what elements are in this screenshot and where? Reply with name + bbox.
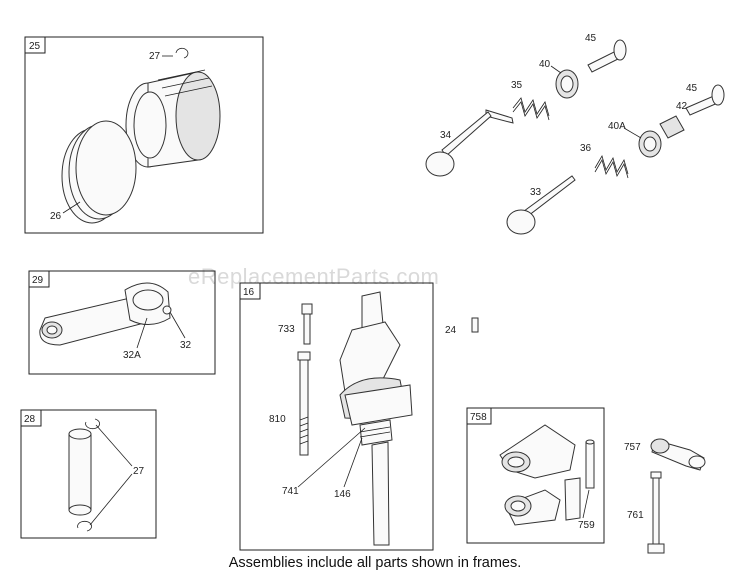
frame-28-piston-pin: 28 27 [20, 409, 157, 539]
label-733: 733 [278, 324, 295, 335]
pin-45-top [587, 39, 627, 73]
frame-16-label: 16 [243, 287, 255, 298]
retainer-40 [555, 69, 579, 99]
rocker-757 [650, 438, 706, 471]
label-34: 34 [440, 130, 452, 141]
piston [125, 69, 221, 168]
key-24 [471, 317, 479, 333]
label-40: 40 [539, 59, 551, 70]
label-27-pin: 27 [133, 466, 145, 477]
retainer-40A [638, 130, 662, 158]
valve-train: 34 35 40 45 33 36 [425, 33, 725, 235]
label-26-rings: 26 [50, 211, 62, 222]
crankshaft [339, 291, 413, 546]
label-42: 42 [676, 101, 688, 112]
label-33: 33 [530, 187, 542, 198]
watermark: eReplacementParts.com [188, 264, 439, 289]
keeper-42 [659, 115, 685, 139]
label-45-right: 45 [686, 83, 698, 94]
frame-25-label: 25 [29, 41, 41, 52]
label-45-top: 45 [585, 33, 597, 44]
frame-758-label: 758 [470, 412, 487, 423]
pin-759 [585, 439, 595, 489]
frame-25-piston: 25 27 26 [24, 36, 264, 234]
piston-pin [68, 428, 92, 516]
pin-clip-top [85, 418, 100, 430]
rocker-arm [499, 424, 581, 526]
label-810: 810 [269, 414, 286, 425]
bolt-733 [301, 303, 313, 345]
piston-clip [175, 47, 189, 59]
label-35: 35 [511, 80, 523, 91]
label-36: 36 [580, 143, 592, 154]
spring-35 [512, 97, 550, 121]
label-741: 741 [282, 486, 299, 497]
label-32: 32 [180, 340, 192, 351]
spring-36 [594, 154, 629, 179]
label-759: 759 [578, 520, 595, 531]
frame-28-label: 28 [24, 414, 36, 425]
pin-45-right [685, 84, 725, 116]
piston-rings [61, 120, 137, 224]
exhaust-valve [506, 175, 576, 235]
frame-29-label: 29 [32, 275, 44, 286]
frame-16-crankshaft: 16 733 810 741 146 [239, 282, 434, 551]
frame-758-assembly: 758 759 [466, 407, 605, 544]
label-24: 24 [445, 325, 457, 336]
bolt-761 [647, 471, 665, 554]
intake-valve [425, 109, 514, 177]
pin-clip-bottom [77, 520, 92, 532]
label-761: 761 [627, 510, 644, 521]
label-146: 146 [334, 489, 351, 500]
label-40A: 40A [608, 121, 626, 132]
label-27-clip: 27 [149, 51, 161, 62]
frame-29-connecting-rod: 29 32A 32 [28, 270, 216, 375]
label-757: 757 [624, 442, 641, 453]
caption: Assemblies include all parts shown in fr… [228, 555, 522, 571]
bolt-810 [297, 351, 311, 456]
label-32A: 32A [123, 350, 141, 361]
